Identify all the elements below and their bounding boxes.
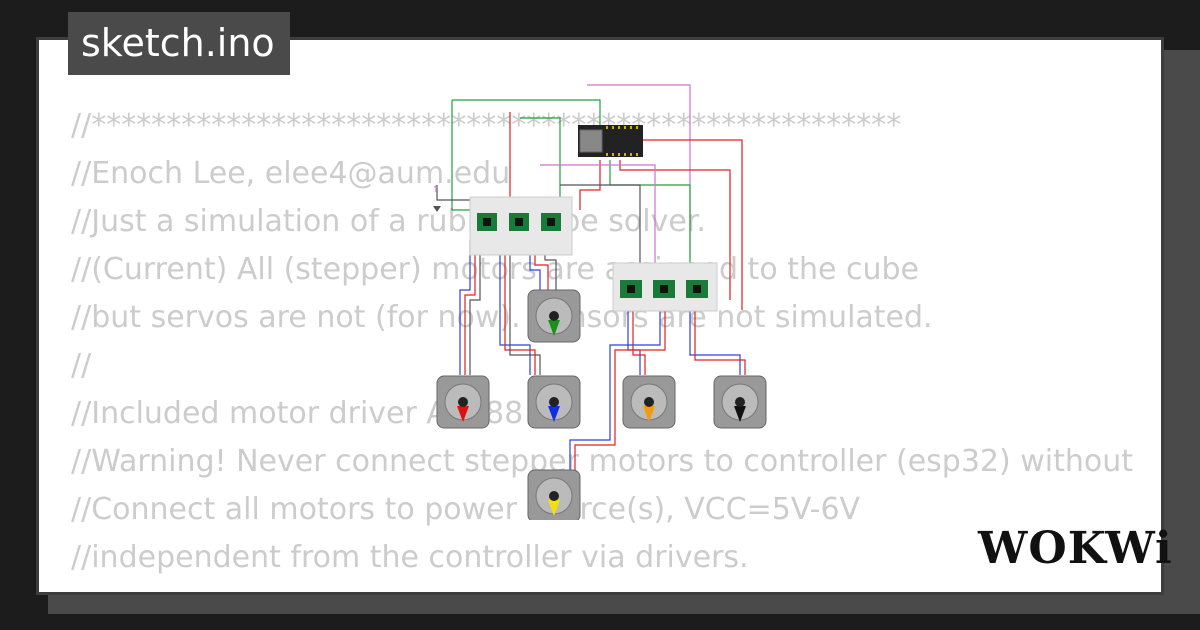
file-title: sketch.ino — [68, 12, 290, 75]
code-line: //Just a simulation of a rubik's cube so… — [71, 204, 706, 239]
stepper-motor-red[interactable] — [436, 375, 490, 429]
driver-a4988[interactable] — [477, 213, 497, 231]
code-line: //Connect all motors to power source(s),… — [71, 492, 861, 527]
code-line: //**************************************… — [71, 108, 902, 143]
esp32-board[interactable] — [578, 125, 643, 157]
driver-a4988[interactable] — [686, 280, 708, 298]
wokwi-logo: WOKWi — [978, 523, 1173, 574]
stepper-motor-yellow[interactable] — [527, 469, 581, 520]
driver-a4988[interactable] — [620, 280, 642, 298]
ground-icon — [433, 206, 441, 212]
driver-a4988[interactable] — [653, 280, 675, 298]
code-line: //but servos are not (for now). Sensors … — [71, 300, 933, 335]
breadboard-left — [469, 196, 573, 256]
stepper-motor-black[interactable] — [713, 375, 767, 429]
stepper-motor-orange[interactable] — [622, 375, 676, 429]
code-line: //Make sure each motor corresponds to a … — [71, 582, 1133, 592]
code-line: // — [71, 348, 92, 383]
svg-text:↑: ↑ — [432, 185, 440, 195]
driver-a4988[interactable] — [541, 213, 561, 231]
breadboard-right — [612, 262, 718, 312]
circuit-diagram: ↑ — [432, 84, 767, 520]
code-line: //Enoch Lee, elee4@aum.edu — [71, 156, 511, 191]
code-line: //independent from the controller via dr… — [71, 540, 749, 575]
stepper-motor-green[interactable] — [527, 289, 581, 343]
stepper-motor-blue[interactable] — [527, 375, 581, 429]
driver-a4988[interactable] — [509, 213, 529, 231]
